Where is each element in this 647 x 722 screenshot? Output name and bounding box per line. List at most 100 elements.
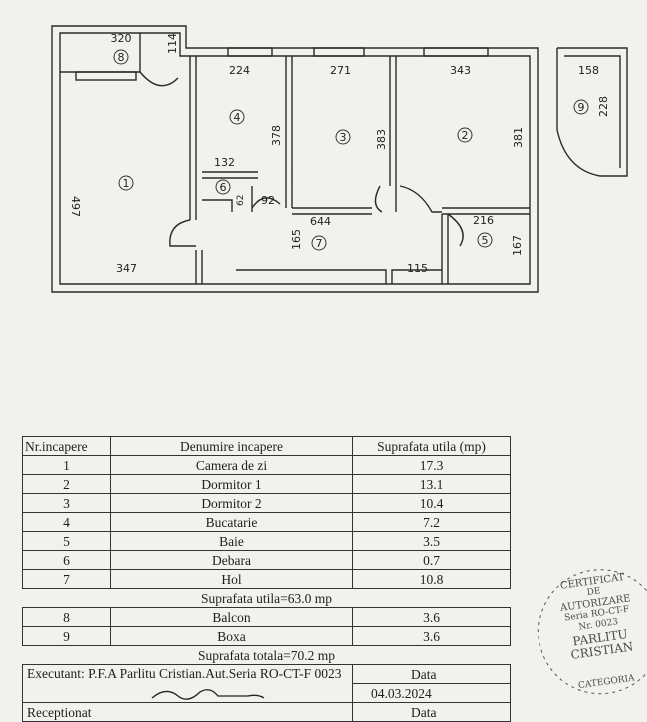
date-value: 04.03.2024 [352,683,511,703]
dimension: 158 [578,64,599,77]
receptionat: Receptionat [22,702,353,722]
table-row: 9 Boxa 3.6 [22,626,511,646]
dimension: 62 [236,195,246,206]
room-number: 3 [340,131,347,144]
cell-area: 3.6 [352,626,511,646]
cell-nr: 1 [22,455,111,475]
dimension: 92 [261,194,275,207]
window [75,71,137,81]
table-row: 3 Dormitor 2 10.4 [22,493,511,513]
cell-nr: 9 [22,626,111,646]
storage-door [556,129,601,177]
room-number: 5 [482,234,489,247]
dimension: 216 [473,214,494,227]
table-row: 4 Bucatarie 7.2 [22,512,511,532]
room-number: 7 [316,237,323,250]
cell-area: 0.7 [352,550,511,570]
hall-bottom [236,269,442,284]
cell-name: Baie [110,531,353,551]
dimension: 497 [69,196,82,217]
area-table: Nr.incapere Denumire incapere Suprafata … [22,436,511,722]
executant: Executant: P.F.A Parlitu Cristian.Aut.Se… [22,664,353,703]
room-number: 9 [578,101,585,114]
hall-top [292,207,530,215]
dimension: 165 [290,229,303,250]
dimension: 383 [375,129,388,150]
cell-area: 10.4 [352,493,511,513]
room1-wall [189,56,197,220]
window [227,47,273,57]
cell-name: Bucatarie [110,512,353,532]
dimension: 114 [166,33,179,54]
grand-total: Suprafata totala=70.2 mp [22,645,511,665]
table-row: 6 Debara 0.7 [22,550,511,570]
window [423,47,489,57]
table-row: 7 Hol 10.8 [22,569,511,589]
dimension: 343 [450,64,471,77]
cell-nr: 5 [22,531,111,551]
data-label-2: Data [352,702,511,722]
room-number: 8 [118,51,125,64]
bath-walls [441,214,449,284]
dimension: 347 [116,262,137,275]
cell-area: 7.2 [352,512,511,532]
cell-name: Camera de zi [110,455,353,475]
room1-bottom [195,250,203,284]
cell-nr: 7 [22,569,111,589]
cell-nr: 8 [22,607,111,627]
table-row: 1 Camera de zi 17.3 [22,455,511,475]
dimension: 224 [229,64,250,77]
cell-area: 17.3 [352,455,511,475]
outer-wall [51,25,539,293]
dimension: 320 [111,32,132,45]
cell-name: Dormitor 2 [110,493,353,513]
cell-area: 10.8 [352,569,511,589]
data-label: Data [352,664,511,684]
dimension: 271 [330,64,351,77]
inner-outline [59,32,531,285]
dimension: 378 [270,125,283,146]
cell-name: Debara [110,550,353,570]
balcony-door [139,71,179,87]
header-nr: Nr.incapere [22,436,111,456]
cell-name: Dormitor 1 [110,474,353,494]
debara-door [251,197,281,209]
header-name: Denumire incapere [110,436,353,456]
certification-stamp: CERTIFICAT DE AUTORIZARE Seria RO-CT-F N… [529,552,647,707]
room-number: 1 [123,177,130,190]
cell-nr: 3 [22,493,111,513]
dimension: 167 [511,235,524,256]
dimension: 228 [597,96,610,117]
room3-walls [389,56,397,186]
cell-name: Boxa [110,626,353,646]
useful-total: Suprafata utila=63.0 mp [22,588,511,608]
cell-area: 13.1 [352,474,511,494]
cell-name: Hol [110,569,353,589]
dimension: 644 [310,215,331,228]
dimension: 381 [512,127,525,148]
cell-area: 3.6 [352,607,511,627]
table-row: 2 Dormitor 1 13.1 [22,474,511,494]
executant-text: Executant: P.F.A Parlitu Cristian.Aut.Se… [27,666,342,681]
cell-area: 3.5 [352,531,511,551]
storage-wall [556,47,628,177]
table-row: 5 Baie 3.5 [22,531,511,551]
cell-name: Balcon [110,607,353,627]
cell-nr: 2 [22,474,111,494]
cell-nr: 4 [22,512,111,532]
header-area: Suprafata utila (mp) [352,436,511,456]
room3-door [374,185,397,213]
room4-walls [202,56,293,208]
room1-door [169,219,196,247]
table-row: 8 Balcon 3.6 [22,607,511,627]
bath-door [447,213,464,247]
floor-plan: 8 1 4 3 2 6 7 5 9 320 114 497 347 224 37… [51,25,628,293]
cell-nr: 6 [22,550,111,570]
room2-door [399,185,442,213]
room-number: 6 [220,181,227,194]
room-number: 4 [234,111,241,124]
signature [151,689,265,700]
room-number: 2 [462,129,469,142]
window [313,47,365,57]
dimension: 115 [407,262,428,275]
